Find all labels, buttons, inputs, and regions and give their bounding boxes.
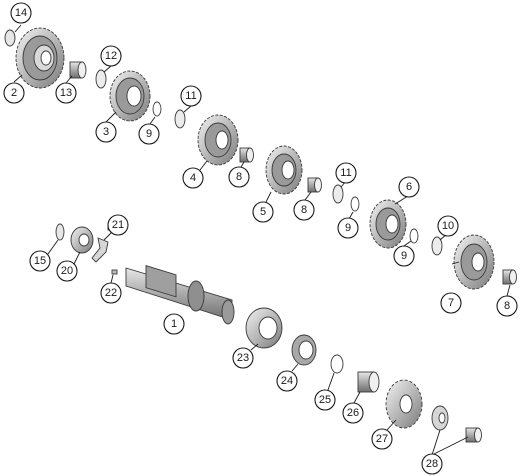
callout-24: 24	[276, 370, 298, 392]
washer-11-upper	[174, 109, 186, 129]
spacer-26	[357, 371, 380, 393]
svg-text:2: 2	[11, 87, 17, 99]
svg-text:7: 7	[448, 297, 454, 309]
svg-text:9: 9	[401, 250, 407, 262]
mainshaft-1	[125, 265, 235, 325]
callout-5: 5	[252, 201, 274, 223]
bearing-23	[245, 307, 283, 349]
svg-text:15: 15	[34, 255, 46, 267]
washer-11-lower	[332, 184, 344, 204]
callout-13: 13	[55, 82, 77, 104]
locking-plate-21	[91, 237, 109, 263]
callout-21: 21	[107, 214, 129, 236]
svg-text:5: 5	[260, 206, 266, 218]
gear-5	[265, 145, 303, 195]
callout-9-upper: 9	[138, 123, 160, 145]
circlip-9-middle	[350, 196, 360, 212]
callout-15: 15	[29, 250, 51, 272]
svg-text:21: 21	[112, 219, 124, 231]
callout-22: 22	[100, 282, 122, 304]
svg-text:26: 26	[347, 407, 359, 419]
bushing-8-a	[239, 147, 254, 163]
gear-3	[109, 70, 151, 122]
svg-text:1: 1	[171, 318, 177, 330]
callout-25: 25	[314, 389, 336, 411]
svg-text:25: 25	[319, 394, 331, 406]
gear-7	[453, 234, 495, 290]
leader-lines	[13, 24, 511, 456]
callout-11-lower: 11	[335, 162, 357, 184]
callout-11-upper: 11	[180, 85, 202, 107]
svg-text:12: 12	[105, 50, 117, 62]
callout-8-c: 8	[496, 295, 518, 317]
svg-text:8: 8	[504, 300, 510, 312]
svg-text:9: 9	[345, 222, 351, 234]
svg-text:20: 20	[61, 265, 73, 277]
svg-text:10: 10	[442, 220, 454, 232]
callout-27: 27	[371, 428, 393, 450]
gear-4	[197, 114, 239, 166]
callout-14: 14	[10, 2, 32, 24]
svg-text:14: 14	[15, 7, 27, 19]
seal-24	[291, 334, 317, 366]
callout-8-a: 8	[228, 166, 250, 188]
washer-14	[4, 29, 16, 47]
callout-26: 26	[342, 402, 364, 424]
callout-6: 6	[398, 176, 420, 198]
svg-text:9: 9	[146, 128, 152, 140]
gear-2	[15, 27, 65, 89]
sprocket-27	[385, 379, 423, 429]
callout-23: 23	[232, 347, 254, 369]
svg-text:24: 24	[281, 375, 293, 387]
svg-text:11: 11	[340, 167, 351, 179]
callout-10: 10	[437, 215, 459, 237]
callout-7: 7	[440, 292, 462, 314]
callout-2: 2	[3, 82, 25, 104]
washer-15	[55, 223, 65, 241]
svg-text:3: 3	[103, 126, 109, 138]
svg-text:6: 6	[406, 181, 412, 193]
washer-12	[95, 69, 107, 89]
svg-text:28: 28	[426, 458, 438, 470]
svg-text:8: 8	[236, 171, 242, 183]
svg-text:27: 27	[376, 433, 388, 445]
circlip-9-lower	[409, 228, 419, 244]
callout-4: 4	[182, 167, 204, 189]
circlip-9-upper	[152, 101, 162, 117]
callout-20: 20	[56, 260, 78, 282]
callout-12: 12	[100, 45, 122, 67]
bushing-8-b	[307, 177, 322, 193]
callout-9-lower: 9	[393, 245, 415, 267]
washer-nut-28	[431, 405, 482, 443]
gear-6	[369, 199, 407, 249]
callout-9-middle: 9	[337, 217, 359, 239]
callout-8-b: 8	[293, 199, 315, 221]
svg-text:13: 13	[60, 87, 72, 99]
callout-28: 28	[421, 453, 443, 475]
bushing-13	[69, 61, 87, 79]
callout-1: 1	[163, 313, 185, 335]
svg-text:11: 11	[185, 90, 196, 102]
svg-text:22: 22	[105, 287, 117, 299]
svg-text:8: 8	[301, 204, 307, 216]
svg-text:23: 23	[237, 352, 249, 364]
callout-3: 3	[95, 121, 117, 143]
o-ring-25	[330, 354, 344, 374]
washer-10	[431, 236, 443, 256]
bearing-20	[70, 226, 94, 254]
bushing-8-c	[502, 269, 517, 285]
svg-text:4: 4	[190, 172, 196, 184]
